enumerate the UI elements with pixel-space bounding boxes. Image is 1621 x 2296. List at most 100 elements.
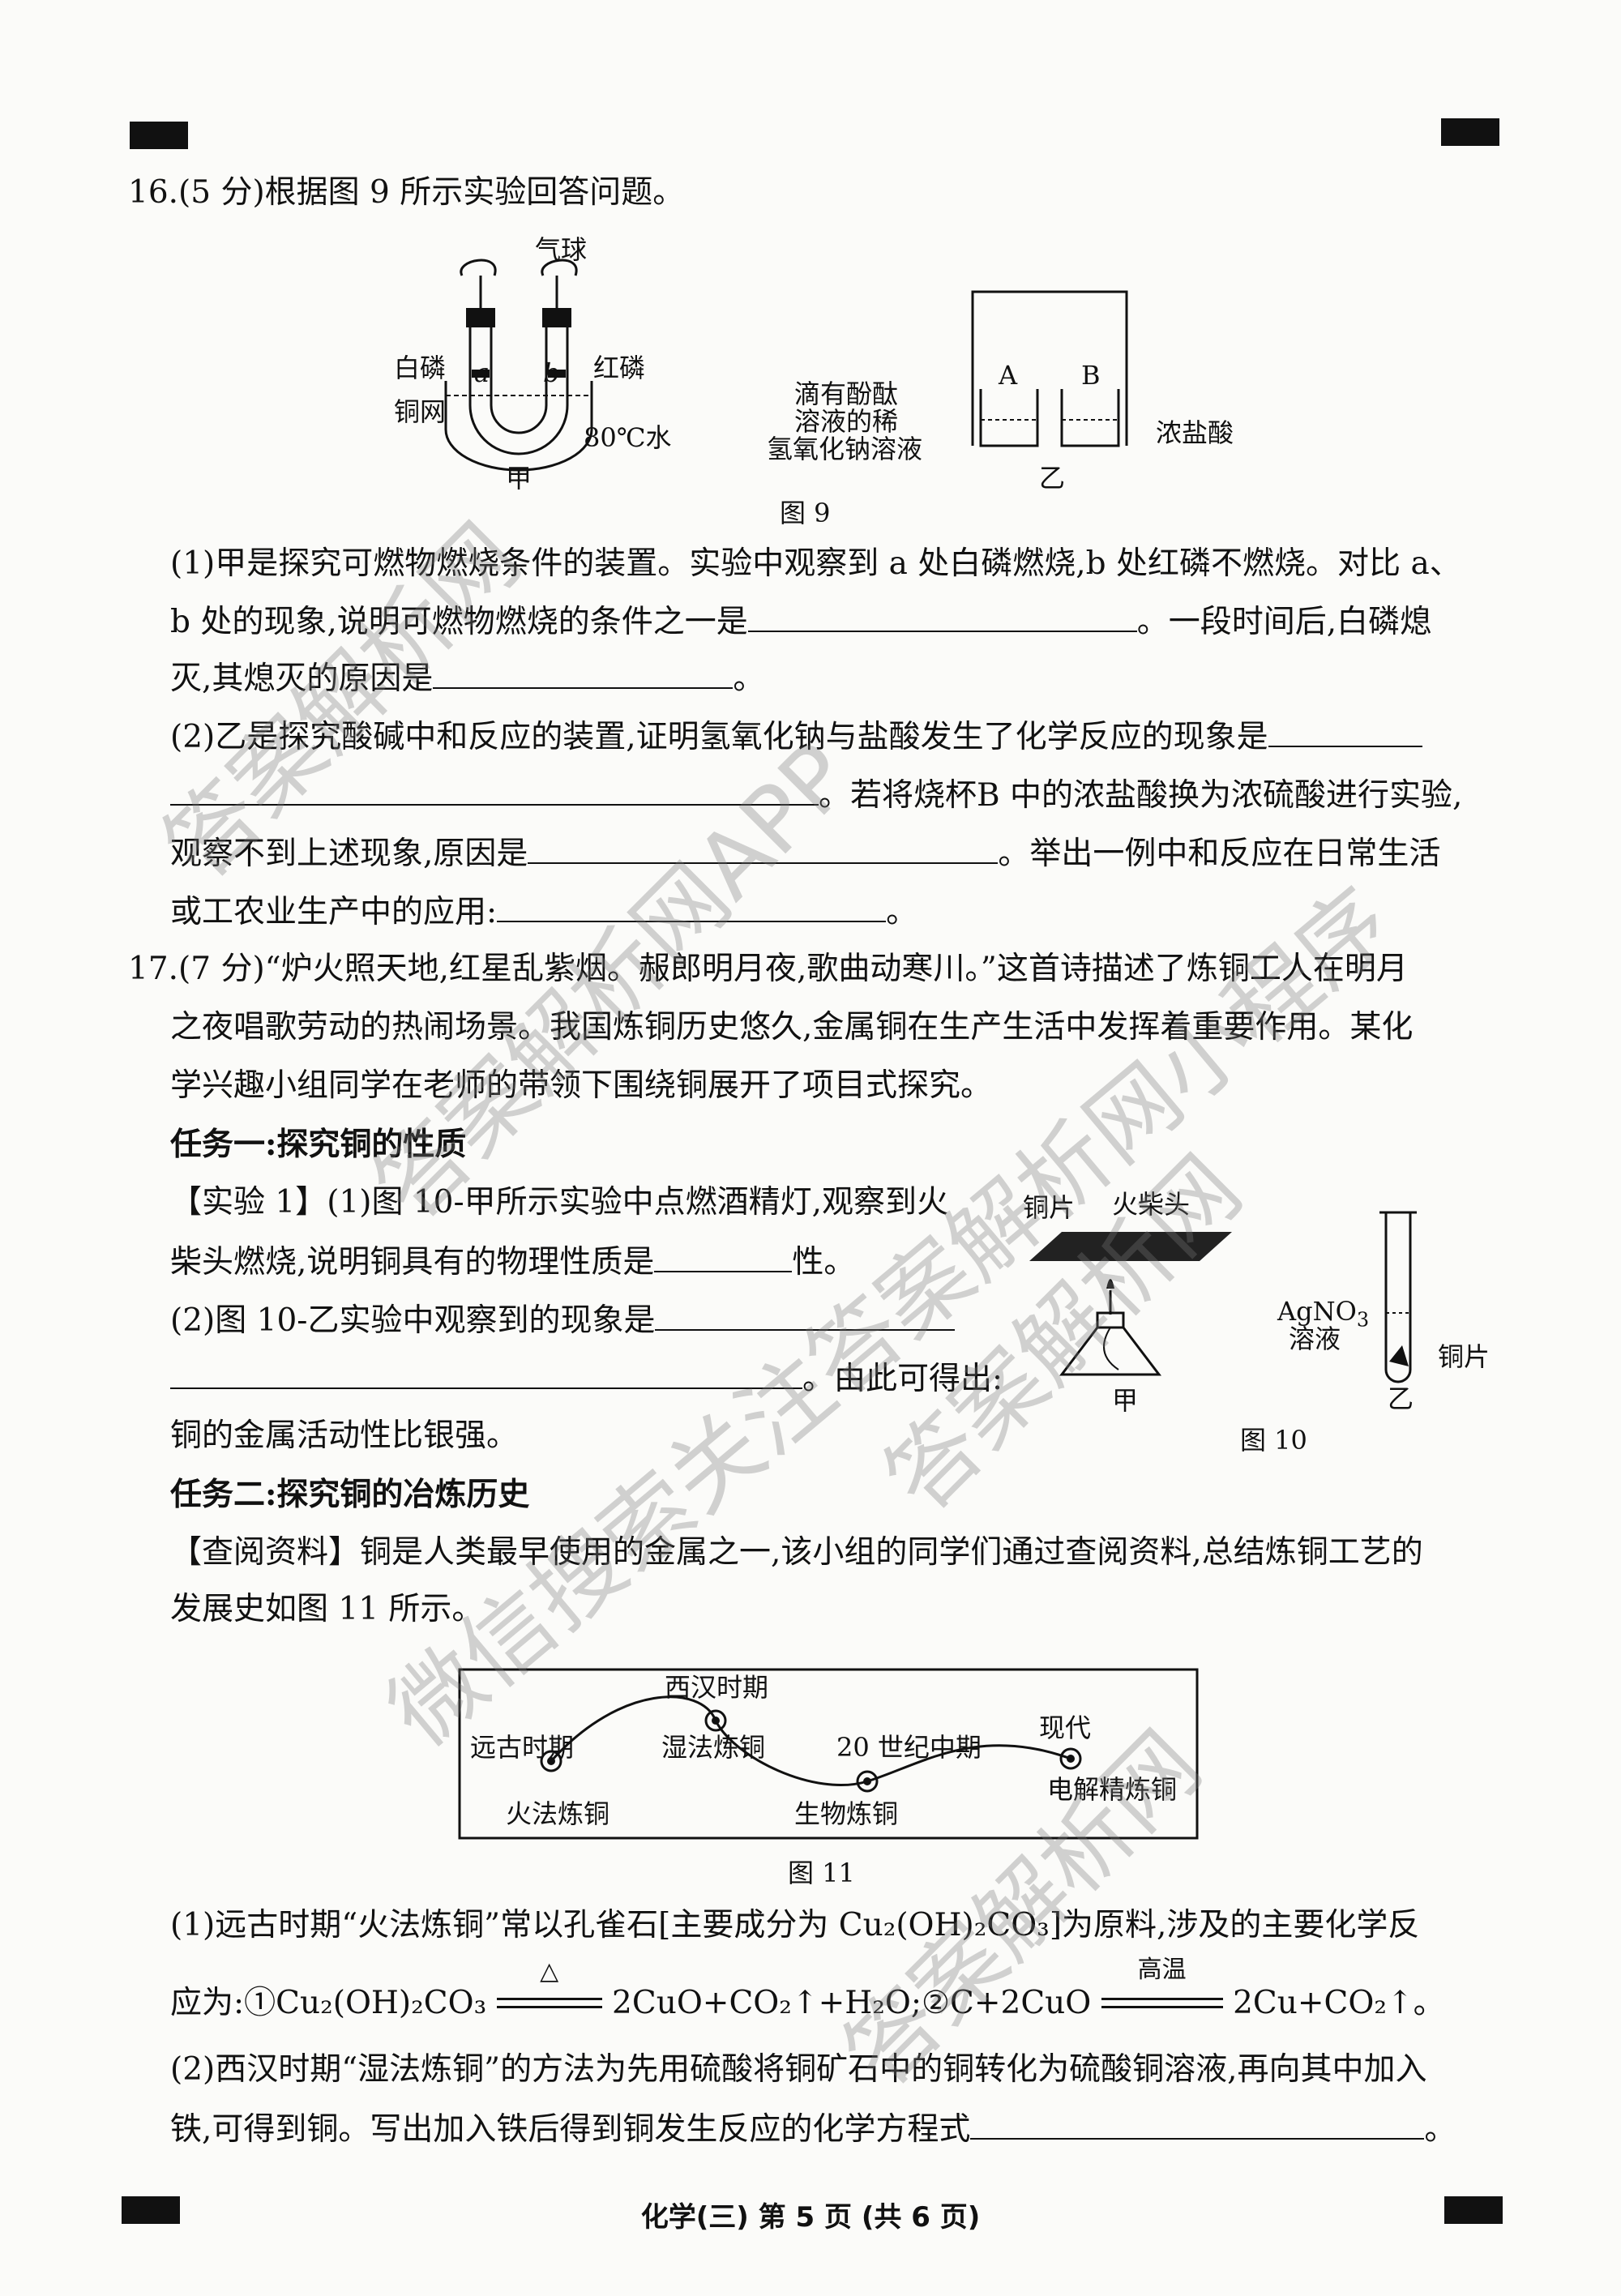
fig9-u-tube-apparatus (444, 259, 593, 472)
q17-s1-line1: (1)远古时期“火法炼铜”常以孔雀石[主要成分为 Cu₂(OH)₂CO₃]为原料… (170, 1907, 1420, 1943)
fig9-label-a: a (474, 357, 490, 388)
q17-s2-line2b: 。 (1424, 2111, 1456, 2148)
fig11-bio-label: 生物炼铜 (794, 1798, 899, 1829)
fig9-phenolphthalein-label-1: 滴有酚酞 (794, 378, 899, 409)
q17-exp1-line1: 【实验 1】(1)图 10-甲所示实验中点燃酒精灯,观察到火 (170, 1184, 949, 1221)
corner-mark-bottom-left (122, 2196, 180, 2224)
q16-part1-line3: 灭,其熄灭的原因是 。 (170, 655, 1499, 702)
fig11-modern-label: 现代 (1039, 1712, 1092, 1743)
fig9-beaker-b-label: B (1081, 360, 1101, 391)
answer-blank[interactable] (170, 1355, 802, 1389)
q16-part2-line4: 或工农业生产中的应用: 。 (170, 888, 1499, 935)
q17-exp1-line2b: 性。 (792, 1244, 856, 1281)
q16-title: 16.(5 分)根据图 9 所示实验回答问题。 (128, 174, 685, 211)
reaction-condition-high-temp: 高温 (1101, 1956, 1223, 2008)
fig10-copper-piece-label: 铜片 (1438, 1341, 1491, 1372)
fig9-yi-label: 乙 (1039, 463, 1066, 494)
answer-blank[interactable] (170, 772, 819, 806)
q16-part1-line2b: 。一段时间后,白磷熄 (1136, 604, 1432, 640)
fig10-test-tube-apparatus (1379, 1211, 1417, 1383)
fig9-white-phosphorus-label: 白磷 (394, 353, 447, 383)
fig11-western-han-label: 西汉时期 (665, 1672, 769, 1703)
corner-mark-bottom-right (1444, 2196, 1503, 2224)
fig11-ancient-label: 远古时期 (470, 1732, 575, 1763)
corner-mark-top-right (1441, 118, 1499, 146)
q16-part2-line4b: 。 (886, 894, 918, 930)
q16-part1-line1: (1)甲是探究可燃物燃烧条件的装置。实验中观察到 a 处白磷燃烧,b 处红磷不燃… (170, 545, 1461, 582)
fig9-beakers-apparatus (971, 290, 1128, 447)
fig9-label-b: b (543, 357, 560, 388)
fig9-red-phosphorus-label: 红磷 (593, 353, 646, 383)
q16-part2-line4a: 或工农业生产中的应用: (170, 894, 498, 930)
fig9-jia-label: 甲 (506, 463, 532, 494)
fig10-agno3-subscript: 3 (1356, 1308, 1370, 1332)
q17-exp1-line4: 。由此可得出: (170, 1355, 1499, 1402)
q17-s2-line2a: 铁,可得到铜。写出加入铁后得到铜发生反应的化学方程式 (170, 2111, 971, 2148)
q16-part1-line3a: 灭,其熄灭的原因是 (170, 661, 434, 697)
reaction-condition-heat: △ (496, 1957, 602, 2008)
fig10-jia-label: 甲 (1112, 1385, 1139, 1416)
q16-part2-line3b: 。举出一例中和反应在日常生活 (998, 836, 1441, 872)
q16-part2-line3: 观察不到上述现象,原因是 。举出一例中和反应在日常生活 (170, 830, 1499, 877)
q16-part2-line2-text: 。若将烧杯B 中的浓盐酸换为浓硫酸进行实验, (819, 777, 1463, 814)
fig11-fire-label: 火法炼铜 (506, 1798, 610, 1829)
q17-s2-line1: (2)西汉时期“湿法炼铜”的方法为先用硫酸将铜矿石中的铜转化为硫酸铜溶液,再向其… (170, 2051, 1427, 2088)
fig9-balloon-label: 气球 (535, 234, 588, 265)
fig9-phenolphthalein-label-3: 氢氧化钠溶液 (767, 434, 923, 464)
fig11-mid20-label: 20 世纪中期 (836, 1732, 982, 1763)
fig11-caption: 图 11 (788, 1858, 855, 1888)
q17-info-line1: 【查阅资料】铜是人类最早使用的金属之一,该小组的同学们通过查阅资料,总结炼铜工艺… (170, 1534, 1423, 1571)
fig10-solution-label: 溶液 (1289, 1323, 1341, 1354)
q16-part2-line3a: 观察不到上述现象,原因是 (170, 836, 528, 872)
fig11-wet-label: 湿法炼铜 (661, 1732, 766, 1763)
q17-task2-heading: 任务二:探究铜的冶炼历史 (170, 1476, 530, 1513)
answer-blank[interactable] (970, 2106, 1425, 2140)
q17-exp1-line5: 铜的金属活动性比银强。 (170, 1417, 519, 1454)
equals-double-line (1101, 1998, 1223, 2008)
fig10-yi-label: 乙 (1388, 1383, 1414, 1414)
q17-info-line2: 发展史如图 11 所示。 (170, 1591, 484, 1627)
fig11-timeline (458, 1668, 1199, 1840)
fig10-alcohol-lamp-apparatus (1029, 1232, 1232, 1376)
q16-part2-line1: (2)乙是探究酸碱中和反应的装置,证明氢氧化钠与盐酸发生了化学反应的现象是 (170, 713, 1499, 760)
fig9-water-label: 80℃水 (584, 422, 672, 453)
answer-blank[interactable] (654, 1238, 793, 1272)
answer-blank[interactable] (1268, 713, 1422, 747)
equals-double-line (496, 1998, 602, 2008)
q17-s1-line2-mid: 2CuO+CO₂↑+H₂O;②C+2CuO (612, 1985, 1092, 2021)
q16-part2-line1-text: (2)乙是探究酸碱中和反应的装置,证明氢氧化钠与盐酸发生了化学反应的现象是 (170, 719, 1268, 755)
q17-exp1-line4-text: 。由此可得出: (802, 1361, 1003, 1397)
q17-line2: 之夜唱歌劳动的热闹场景。我国炼铜历史悠久,金属铜在生产生活中发挥着重要作用。某化 (170, 1009, 1414, 1045)
q17-exp1-line3: (2)图 10-乙实验中观察到的现象是 (170, 1297, 1499, 1344)
answer-blank[interactable] (655, 1297, 956, 1331)
q17-s1-line2: 应为:①Cu₂(OH)₂CO₃ △ 2CuO+CO₂↑+H₂O;②C+2CuO … (170, 1956, 1499, 2026)
fig9-caption: 图 9 (780, 498, 831, 528)
fig9-phenolphthalein-label-2: 溶液的稀 (794, 406, 899, 437)
fig9-beaker-a-label: A (999, 360, 1018, 391)
answer-blank[interactable] (433, 655, 734, 689)
fig10-copper-sheet-label: 铜片 (1023, 1192, 1076, 1223)
q16-part1-line3b: 。 (733, 661, 765, 697)
fig10-match-head-label: 火柴头 (1112, 1189, 1191, 1220)
page-footer: 化学(三) 第 5 页 (共 6 页) (640, 2201, 981, 2234)
q16-part2-line2: 。若将烧杯B 中的浓盐酸换为浓硫酸进行实验, (170, 772, 1499, 819)
q17-exp1-line2a: 柴头燃烧,说明铜具有的物理性质是 (170, 1244, 655, 1281)
fig9-conc-hcl-label: 浓盐酸 (1156, 417, 1234, 448)
q16-part1-line2: b 处的现象,说明可燃物燃烧的条件之一是。一段时间后,白磷熄 (170, 598, 1499, 645)
fig10-caption: 图 10 (1240, 1425, 1307, 1456)
q17-s2-line2: 铁,可得到铜。写出加入铁后得到铜发生反应的化学方程式 。 (170, 2106, 1499, 2153)
q17-s1-line2-end: 2Cu+CO₂↑。 (1233, 1985, 1445, 2021)
heat-symbol: △ (540, 1957, 559, 1986)
q17-line1: 17.(7 分)“炉火照天地,红星乱紫烟。赧郎明月夜,歌曲动寒川。”这首诗描述了… (128, 951, 1408, 987)
q17-exp1-line2: 柴头燃烧,说明铜具有的物理性质是 性。 (170, 1238, 1499, 1285)
q17-task1-heading: 任务一:探究铜的性质 (170, 1126, 467, 1163)
q17-line3: 学兴趣小组同学在老师的带领下围绕铜展开了项目式探究。 (170, 1067, 993, 1104)
answer-blank[interactable] (747, 598, 1137, 632)
answer-blank[interactable] (497, 888, 887, 922)
answer-blank[interactable] (528, 830, 999, 864)
high-temp-label: 高温 (1137, 1956, 1187, 1984)
corner-mark-top-left (130, 122, 188, 149)
fig11-electro-label: 电解精炼铜 (1047, 1774, 1178, 1805)
q17-s1-line2-pre: 应为:①Cu₂(OH)₂CO₃ (170, 1985, 487, 2021)
fig9-copper-mesh-label: 铜网 (394, 396, 447, 427)
